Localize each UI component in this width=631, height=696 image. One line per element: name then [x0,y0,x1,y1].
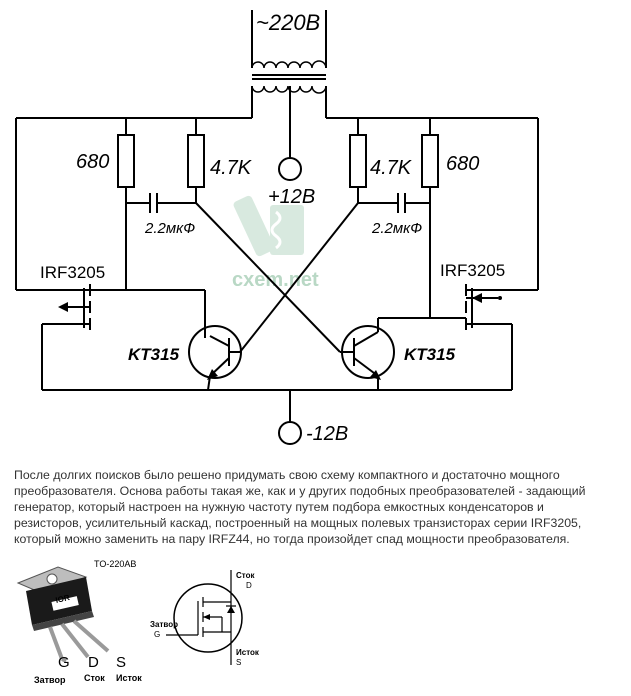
plus-12v-terminal [278,157,302,181]
minus-12v-label: -12В [306,423,348,445]
capacitor-right-label: 2.2мкФ [371,220,422,237]
symbol-source-name: Исток [236,648,260,657]
to220-package-illustration [16,566,110,663]
package-name: TO-220AB [94,559,136,569]
mosfet-symbol [166,570,243,665]
watermark-logo [233,195,304,257]
resistor-4k7-left [187,134,205,188]
pin-s-letter: S [116,654,126,671]
bjt-right-label: KT315 [404,345,456,364]
resistor-680-left [117,134,135,188]
pin-g-name: Затвор [34,675,66,685]
symbol-drain-letter: D [246,581,252,590]
pin-d-name: Сток [84,673,105,683]
pin-g-letter: G [58,654,70,671]
bjt-right [340,317,430,390]
pin-d-letter: D [88,654,99,671]
inverter-schematic: cxem.net ~220В +12В 680 4.7K 4.7K 680 [15,10,539,445]
mosfet-right [430,284,538,330]
irf3205-pinout: IOR TO-220AB G D S Затвор Сток Исток Сто… [16,559,260,685]
mosfet-right-label: IRF3205 [440,261,505,280]
symbol-gate-name: Затвор [150,620,178,629]
minus-12v-terminal [278,421,302,445]
symbol-gate-letter: G [154,630,160,639]
resistor-680-left-label: 680 [76,151,109,173]
package-logo: IOR [55,593,71,605]
symbol-drain-name: Сток [236,571,255,580]
resistor-680-right-label: 680 [446,153,479,175]
pin-s-name: Исток [116,673,142,683]
description-text: После долгих поисков было решено придума… [14,468,586,546]
resistor-680-right [421,134,439,188]
bjt-left [126,289,242,391]
mosfet-left-label: IRF3205 [40,263,105,282]
resistor-4k7-right [349,134,367,188]
transformer [251,10,327,158]
symbol-source-letter: S [236,658,241,667]
resistor-4k7-right-label: 4.7K [370,157,413,179]
capacitor-right [358,193,430,213]
capacitor-left-label: 2.2мкФ [144,220,195,237]
bjt-left-label: KT315 [128,345,180,364]
mains-label: ~220В [256,10,320,35]
resistor-4k7-left-label: 4.7K [210,157,253,179]
capacitor-left [126,193,196,213]
plus-12v-label: +12В [268,186,315,208]
mosfet-left [16,284,126,330]
watermark-text: cxem.net [232,269,319,291]
